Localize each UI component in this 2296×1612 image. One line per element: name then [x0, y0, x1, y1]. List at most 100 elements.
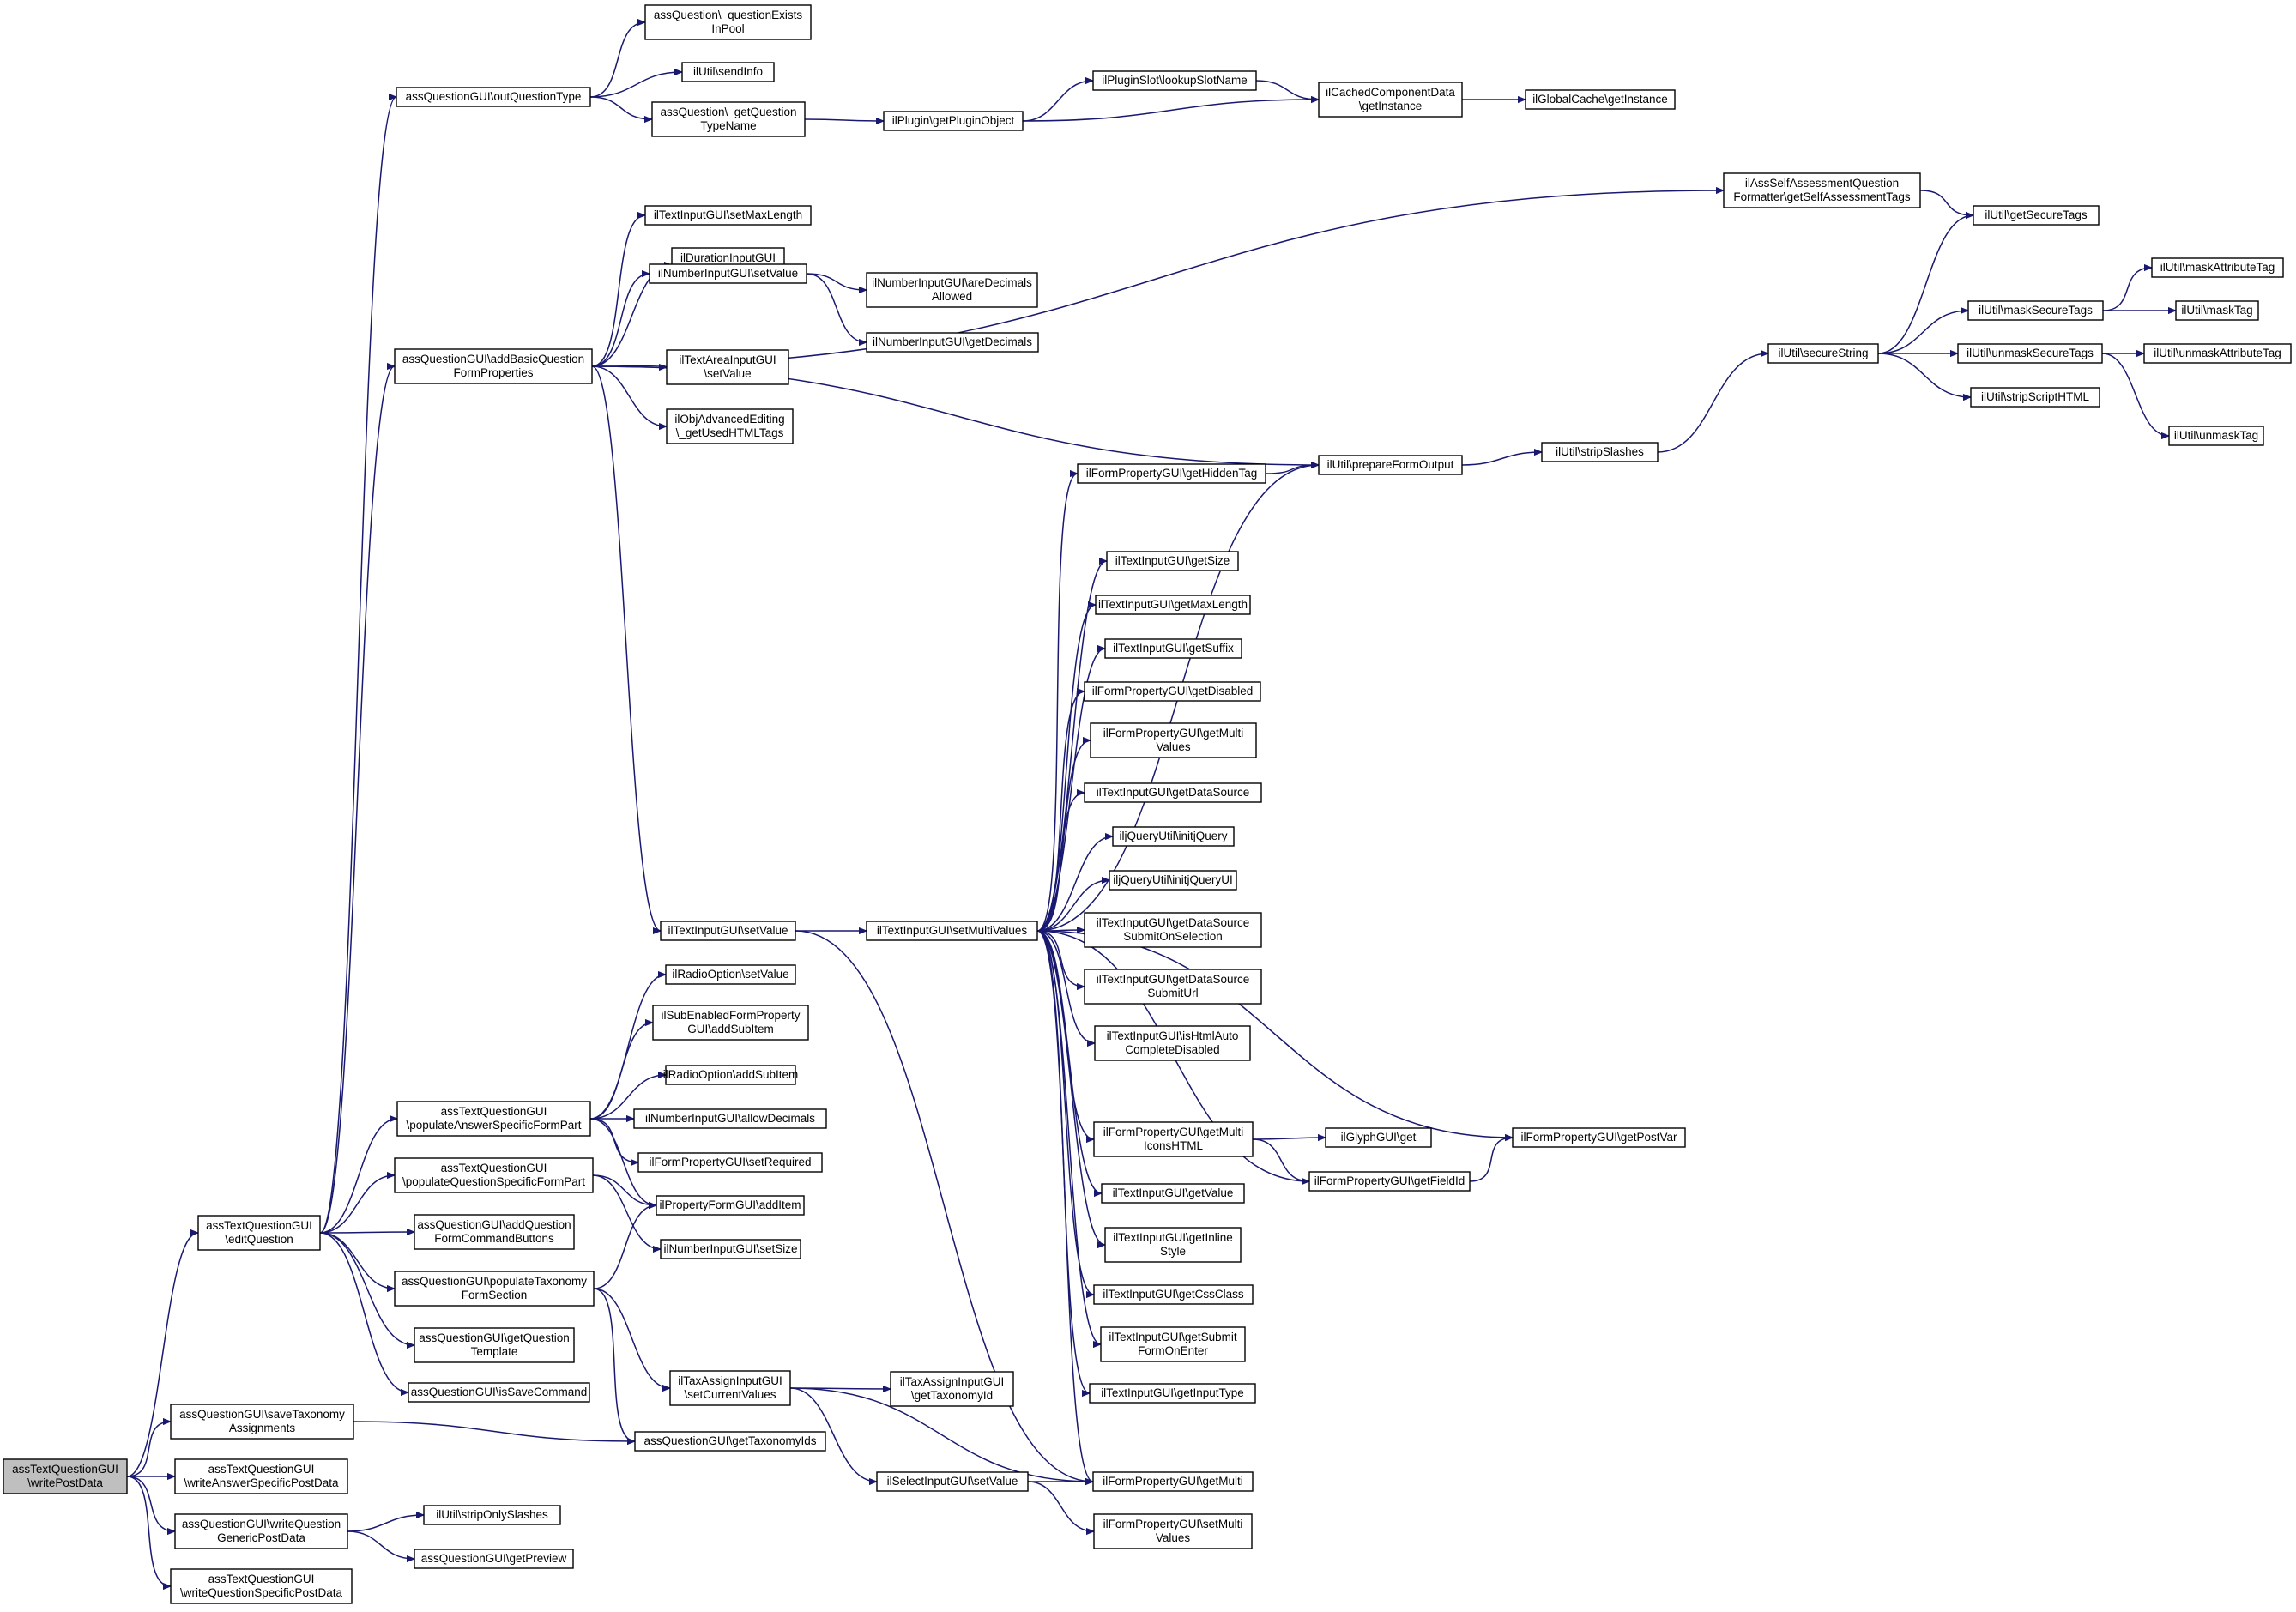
node-label: ilTextInputGUI\setValue — [668, 924, 788, 937]
graph-node-getPluginObject[interactable]: ilPlugin\getPluginObject — [883, 111, 1024, 131]
graph-node-stripSlashes[interactable]: ilUtil\stripSlashes — [1541, 442, 1659, 462]
node-box — [644, 4, 812, 40]
node-box — [394, 1157, 594, 1193]
graph-node-lookupSlotName[interactable]: ilPluginSlot\lookupSlotName — [1092, 70, 1257, 91]
node-label: assTextQuestionGUI — [441, 1105, 547, 1118]
node-label: ilUtil\stripSlashes — [1556, 445, 1644, 458]
graph-node-txtGetValue[interactable]: ilTextInputGUI\getValue — [1101, 1183, 1245, 1204]
node-label: ilTextInputGUI\getValue — [1113, 1186, 1234, 1199]
graph-node-getPreview[interactable]: assQuestionGUI\getPreview — [414, 1549, 574, 1569]
graph-node-isHtmlAutoComplete[interactable]: ilTextInputGUI\isHtmlAutoCompleteDisable… — [1094, 1025, 1251, 1061]
graph-node-glyphGet[interactable]: ilGlyphGUI\get — [1325, 1127, 1432, 1148]
edge-prepareFormOutput-to-stripSlashes — [1461, 452, 1542, 466]
graph-node-textAreaSetValue[interactable]: ilTextAreaInputGUI\setValue — [666, 349, 789, 385]
graph-node-popAnswerSpecific[interactable]: assTextQuestionGUI\populateAnswerSpecifi… — [396, 1101, 591, 1137]
graph-node-taxGetTaxonomyId[interactable]: ilTaxAssignInputGUI\getTaxonomyId — [890, 1371, 1014, 1407]
graph-node-fpGetMulti[interactable]: ilFormPropertyGUI\getMulti — [1092, 1471, 1254, 1492]
graph-node-selfAssessTags[interactable]: ilAssSelfAssessmentQuestionFormatter\get… — [1723, 172, 1921, 208]
graph-node-globalCacheGetInstance[interactable]: ilGlobalCache\getInstance — [1525, 89, 1676, 110]
node-box — [1077, 463, 1266, 484]
node-box — [1541, 442, 1659, 462]
node-box — [1089, 1383, 1256, 1404]
graph-node-getHiddenTag[interactable]: ilFormPropertyGUI\getHiddenTag — [1077, 463, 1266, 484]
graph-node-getInputType[interactable]: ilTextInputGUI\getInputType — [1089, 1383, 1256, 1404]
node-box — [890, 1371, 1014, 1407]
graph-node-writeQuestionSpecific[interactable]: assTextQuestionGUI\writeQuestionSpecific… — [170, 1568, 353, 1604]
graph-node-root[interactable]: assTextQuestionGUI\writePostData — [3, 1458, 128, 1494]
graph-node-setMaxLength[interactable]: ilTextInputGUI\setMaxLength — [644, 205, 812, 226]
graph-node-initjQuery[interactable]: iljQueryUtil\initjQuery — [1112, 826, 1235, 847]
graph-node-getUsedHTMLTags[interactable]: ilObjAdvancedEditing\_getUsedHTMLTags — [666, 408, 794, 444]
node-label: assQuestionGUI\writeQuestion — [182, 1518, 341, 1530]
graph-node-popTaxSection[interactable]: assQuestionGUI\populateTaxonomyFormSecti… — [394, 1271, 595, 1307]
graph-node-maskSecureTags[interactable]: ilUtil\maskSecureTags — [1967, 300, 2104, 321]
graph-node-getPostVar[interactable]: ilFormPropertyGUI\getPostVar — [1512, 1127, 1686, 1148]
graph-node-allowDecimals[interactable]: ilNumberInputGUI\allowDecimals — [633, 1108, 827, 1129]
node-box — [423, 1505, 561, 1525]
graph-node-unmaskAttributeTag[interactable]: ilUtil\unmaskAttributeTag — [2143, 343, 2292, 364]
node-label: assTextQuestionGUI — [12, 1463, 118, 1476]
graph-node-getDisabled[interactable]: ilFormPropertyGUI\getDisabled — [1084, 681, 1261, 702]
graph-node-getCssClass[interactable]: ilTextInputGUI\getCssClass — [1093, 1284, 1254, 1305]
node-box — [1104, 1227, 1242, 1263]
edge-root-to-writeQuestionSpecific — [126, 1476, 172, 1586]
graph-node-txtSetValue[interactable]: ilTextInputGUI\setValue — [660, 921, 796, 941]
graph-node-setMultiValues[interactable]: ilTextInputGUI\setMultiValues — [866, 921, 1038, 941]
graph-node-numSetSize[interactable]: ilNumberInputGUI\setSize — [660, 1239, 801, 1259]
graph-node-writeQuestionGeneric[interactable]: assQuestionGUI\writeQuestionGenericPostD… — [174, 1513, 348, 1549]
node-box — [414, 1549, 574, 1569]
graph-node-radioAddSubItem[interactable]: ilRadioOption\addSubItem — [663, 1065, 799, 1085]
graph-node-getSize[interactable]: ilTextInputGUI\getSize — [1106, 551, 1239, 571]
graph-node-stripOnlySlashes[interactable]: ilUtil\stripOnlySlashes — [423, 1505, 561, 1525]
graph-node-numSetValue[interactable]: ilNumberInputGUI\setValue — [649, 263, 807, 284]
node-label: assQuestionGUI\getPreview — [421, 1552, 567, 1565]
graph-node-cachedGetInstance[interactable]: ilCachedComponentData\getInstance — [1318, 82, 1463, 118]
graph-node-prepareFormOutput[interactable]: ilUtil\prepareFormOutput — [1318, 455, 1463, 475]
graph-node-getFieldId[interactable]: ilFormPropertyGUI\getFieldId — [1308, 1171, 1471, 1192]
graph-node-getTaxonomyIds[interactable]: assQuestionGUI\getTaxonomyIds — [634, 1431, 826, 1452]
graph-node-maskAttributeTag[interactable]: ilUtil\maskAttributeTag — [2151, 257, 2284, 278]
graph-node-addQFCB[interactable]: assQuestionGUI\addQuestionFormCommandBut… — [414, 1214, 575, 1250]
graph-node-getDecimals[interactable]: ilNumberInputGUI\getDecimals — [866, 332, 1039, 353]
graph-node-propFormAddItem[interactable]: ilPropertyFormGUI\addItem — [656, 1195, 805, 1216]
node-box — [1723, 172, 1921, 208]
graph-node-initjQueryUI[interactable]: iljQueryUtil\initjQueryUI — [1109, 870, 1237, 891]
node-label: \writeQuestionSpecificPostData — [180, 1586, 343, 1599]
graph-node-getSecureTags[interactable]: ilUtil\getSecureTags — [1973, 205, 2100, 226]
graph-node-isSaveCommand[interactable]: assQuestionGUI\isSaveCommand — [408, 1382, 590, 1403]
graph-node-outQuestionType[interactable]: assQuestionGUI\outQuestionType — [396, 87, 591, 107]
graph-node-selectSetValue[interactable]: ilSelectInputGUI\setValue — [876, 1471, 1029, 1492]
graph-node-editQuestion[interactable]: assTextQuestionGUI\editQuestion — [197, 1215, 321, 1251]
graph-node-getSuffix[interactable]: ilTextInputGUI\getSuffix — [1104, 638, 1242, 659]
graph-node-getDataSource[interactable]: ilTextInputGUI\getDataSource — [1084, 782, 1262, 803]
graph-node-maskTag[interactable]: ilUtil\maskTag — [2175, 300, 2259, 321]
graph-node-addBasicQFP[interactable]: assQuestionGUI\addBasicQuestionFormPrope… — [394, 348, 593, 384]
edge-getHiddenTag-to-prepareFormOutput — [1265, 465, 1319, 474]
graph-node-fpSetMultiValues[interactable]: ilFormPropertyGUI\setMultiValues — [1093, 1513, 1253, 1549]
graph-node-writeAnswerSpecific[interactable]: assTextQuestionGUI\writeAnswerSpecificPo… — [174, 1458, 348, 1494]
graph-node-secureString[interactable]: ilUtil\secureString — [1767, 343, 1879, 364]
graph-node-setRequired[interactable]: ilFormPropertyGUI\setRequired — [637, 1152, 823, 1173]
graph-node-radioSetValue[interactable]: ilRadioOption\setValue — [665, 964, 796, 985]
graph-node-sendInfo[interactable]: ilUtil\sendInfo — [681, 62, 775, 82]
graph-node-stripScriptHTML[interactable]: ilUtil\stripScriptHTML — [1970, 387, 2100, 408]
graph-node-getDSSubmitOnSel[interactable]: ilTextInputGUI\getDataSourceSubmitOnSele… — [1084, 912, 1262, 948]
graph-node-taxSetCurrentValues[interactable]: ilTaxAssignInputGUI\setCurrentValues — [669, 1370, 791, 1406]
graph-node-unmaskSecureTags[interactable]: ilUtil\unmaskSecureTags — [1957, 343, 2103, 364]
graph-node-getMaxLength[interactable]: ilTextInputGUI\getMaxLength — [1095, 595, 1251, 615]
graph-node-popQuestionSpecific[interactable]: assTextQuestionGUI\populateQuestionSpeci… — [394, 1157, 594, 1193]
graph-node-unmaskTag[interactable]: ilUtil\unmaskTag — [2168, 426, 2264, 446]
node-label: FormCommandButtons — [434, 1232, 554, 1245]
